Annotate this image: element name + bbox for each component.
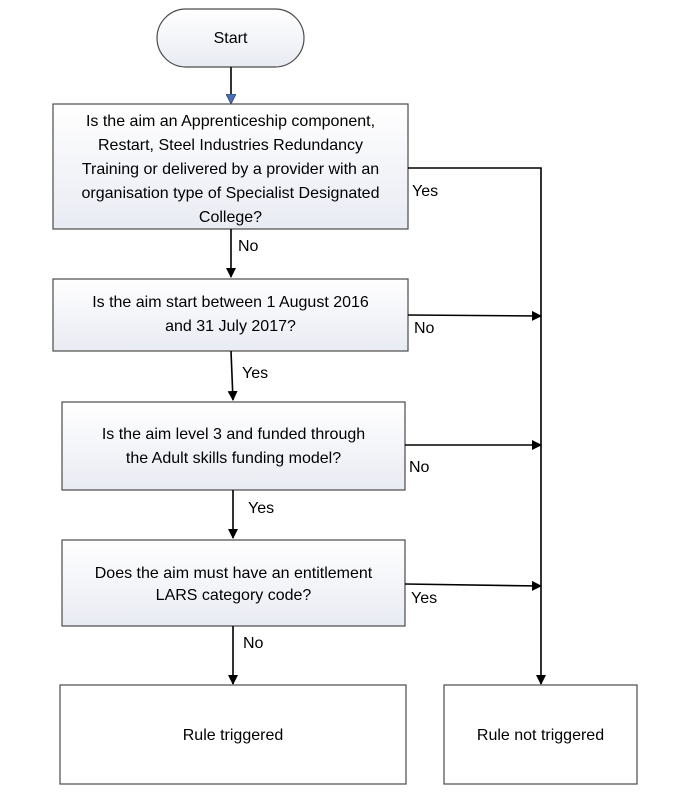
edge-label-q4-yes: Yes [411,590,437,607]
rule-triggered-label: Rule triggered [183,727,284,744]
q3-line-1: Is the aim level 3 and funded through [102,426,365,443]
start-label: Start [214,30,248,47]
outcome-rule-triggered: Rule triggered [59,684,407,785]
q4-line-2: LARS category code? [156,587,312,604]
edge-label-q4-no: No [243,635,264,652]
edge-q2-yes [227,350,238,401]
q1-line-4: organisation type of Specialist Designat… [82,185,380,202]
decision-q4: Does the aim must have an entitlement LA… [61,539,406,627]
q2-line-2: and 31 July 2017? [165,318,296,335]
rule-not-triggered-label: Rule not triggered [477,727,604,744]
q1-line-3: Training or delivered by a provider with… [82,161,379,178]
decision-q2: Is the aim start between 1 August 2016 a… [52,278,409,352]
q1-line-1: Is the aim an Apprenticeship component, [86,113,375,130]
q1-line-5: College? [199,209,262,226]
edge-label-q1-yes: Yes [412,183,438,200]
edge-label-q3-no: No [409,459,430,476]
outcome-rule-not-triggered: Rule not triggered [443,684,638,785]
edge-label-q1-no: No [238,238,259,255]
edge-q1-yes [408,167,546,685]
edge-label-q2-no: No [414,320,435,337]
start-node: Start [156,8,305,68]
edge-q4-yes [404,580,542,591]
edge-q2-no [407,310,542,321]
edge-label-q2-yes: Yes [242,365,268,382]
q3-line-2: the Adult skills funding model? [126,450,341,467]
q1-line-2: Restart, Steel Industries Redundancy [98,137,363,154]
q4-line-1: Does the aim must have an entitlement [95,565,373,582]
decision-q3: Is the aim level 3 and funded through th… [61,401,406,491]
q2-line-1: Is the aim start between 1 August 2016 [92,294,369,311]
decision-q1: Is the aim an Apprenticeship component, … [52,103,409,230]
edge-label-q3-yes: Yes [248,500,274,517]
